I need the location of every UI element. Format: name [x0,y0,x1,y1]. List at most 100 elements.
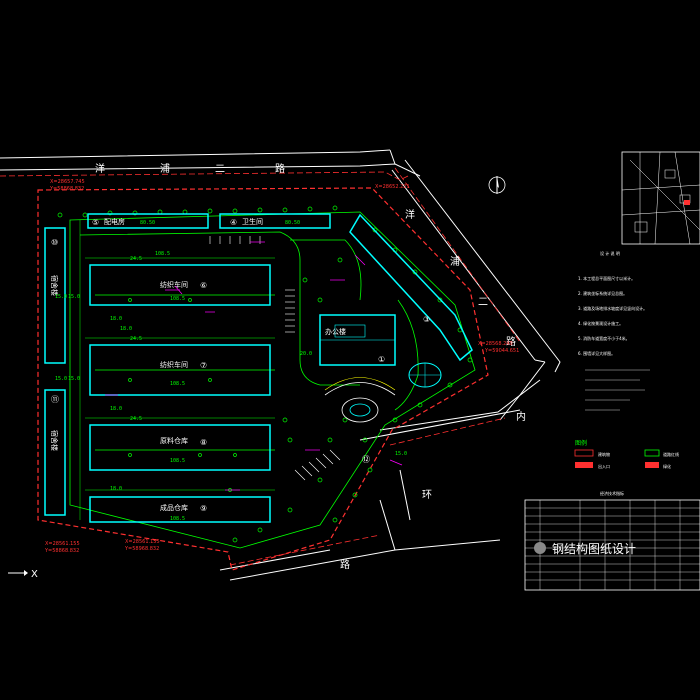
parking-stalls [209,236,341,481]
building-label: 宿舍楼 [50,275,59,296]
road-char: 浦 [160,162,170,175]
building-dim: 80.50 [140,220,155,226]
key-map [621,151,700,245]
building-number: ④ [230,218,237,227]
internal-roads [69,211,476,549]
building-6-outline [89,264,271,306]
building-label: 纺织车间 [160,360,188,369]
building-9-outline [89,496,271,523]
building-4-outline [219,213,331,229]
building-label: 原料仓库 [160,436,188,445]
building-label: 办公楼 [325,327,346,336]
svg-text:X=28561.155: X=28561.155 [125,539,160,545]
building-7-outline [89,344,271,396]
building-label: 宿舍楼 [50,430,59,451]
north-arrow [488,176,506,194]
building-label: 配电房 [104,217,125,226]
svg-text:15.0: 15.0 [55,294,67,300]
svg-text:X=28657.745: X=28657.745 [50,179,85,185]
building-dim: 108.5 [170,381,185,387]
trees [57,205,473,543]
notes-line: 3. 道路及场地排水坡度详见竖向设计。 [578,305,647,311]
svg-text:15.0: 15.0 [68,376,80,382]
svg-text:24.5: 24.5 [130,336,142,342]
axis-x-label: X [31,569,38,580]
building-label: 成品仓库 [160,503,188,512]
legend-item: 道路红线 [663,451,679,457]
building-number: ⑪ [51,395,59,404]
building-number: ⑨ [200,504,207,513]
svg-text:X=28652.221: X=28652.221 [375,184,410,190]
ucs-axis-icon: X [8,569,38,580]
building-number: ⑫ [362,455,370,464]
svg-text:Y=58968.832: Y=58968.832 [124,546,159,552]
building-number: ⑧ [200,438,207,447]
site-boundary [37,187,489,571]
svg-text:15.0: 15.0 [68,294,80,300]
building-10-outline [44,227,66,364]
legend: 图例 建筑物 出入口 道路红线 绿化 [574,439,679,469]
building-labels: 纺织车间 ⑥ 108.5 纺织车间 ⑦ 108.5 原料仓库 ⑧ 108.5 成… [50,217,430,522]
road-char: 路 [275,162,285,175]
svg-text:18.0: 18.0 [110,406,122,412]
svg-text:Y=58868.832: Y=58868.832 [49,186,84,192]
notes-title: 设 计 说 明 [600,250,620,256]
legend-item: 建筑物 [598,451,610,457]
plaza [324,362,442,423]
building-dim: 108.5 [170,516,185,522]
road-network [0,149,561,581]
svg-text:X=28561.155: X=28561.155 [45,541,80,547]
building-label: 纺织车间 [160,280,188,289]
watermark-text: 钢结构图纸设计 [552,541,636,556]
building-number: ⑦ [200,361,207,370]
building-number: ③ [423,315,430,324]
watermark: 钢结构图纸设计 [534,541,636,556]
road-name-top: 洋 浦 二 路 [95,162,285,175]
svg-text:24.5: 24.5 [130,416,142,422]
legend-item: 绿化 [663,463,671,469]
building-number: ⑤ [92,218,99,227]
building-number: ① [378,355,385,364]
road-char: 二 [478,297,488,308]
building-label: 卫生间 [242,217,263,226]
design-notes: 设 计 说 明 1. 本工程总平面图尺寸以米计。 2. 建筑坐标系统详见总图。 … [578,250,650,411]
road-char: 洋 [95,162,105,175]
building-number: ⑩ [51,238,58,247]
svg-text:Y=58868.832: Y=58868.832 [44,548,79,554]
red-callouts: X=28657.745 Y=58868.832 X=28652.221 X=28… [44,179,519,554]
road-char: 路 [506,335,516,348]
legend-title: 图例 [575,439,587,447]
road-char: 环 [422,490,432,501]
indicator-table: 经济技术指标 [524,490,700,591]
notes-line: 2. 建筑坐标系统详见总图。 [578,290,627,296]
building-number: ⑥ [200,281,207,290]
table-title: 经济技术指标 [600,490,624,496]
road-char: 内 [516,410,526,423]
svg-text:18.0: 18.0 [110,486,122,492]
building-8-outline [89,424,271,471]
notes-line: 6. 围墙详见大样图。 [578,350,615,356]
road-char: 洋 [405,208,415,221]
svg-text:108.5: 108.5 [155,251,170,257]
building-dim: 108.5 [170,296,185,302]
buildings [44,213,473,523]
notes-line: 1. 本工程总平面图尺寸以米计。 [578,275,635,281]
svg-text:Y=59044.651: Y=59044.651 [484,348,519,354]
coordinate-marks [105,241,403,491]
building-5-outline [87,213,209,229]
svg-text:20.0: 20.0 [300,351,312,357]
building-3-outline [349,213,473,362]
svg-text:18.0: 18.0 [110,316,122,322]
road-char: 浦 [450,255,460,268]
svg-text:15.0: 15.0 [55,376,67,382]
legend-item: 出入口 [598,463,610,469]
road-char: 二 [215,164,225,175]
dimension-lines [79,220,275,520]
notes-line: 4. 绿化按景观设计施工。 [578,320,623,326]
building-dim: 80.50 [285,220,300,226]
road-char: 路 [340,558,350,571]
svg-text:X=28568.240: X=28568.240 [478,341,513,347]
road-red-lines [0,167,521,566]
